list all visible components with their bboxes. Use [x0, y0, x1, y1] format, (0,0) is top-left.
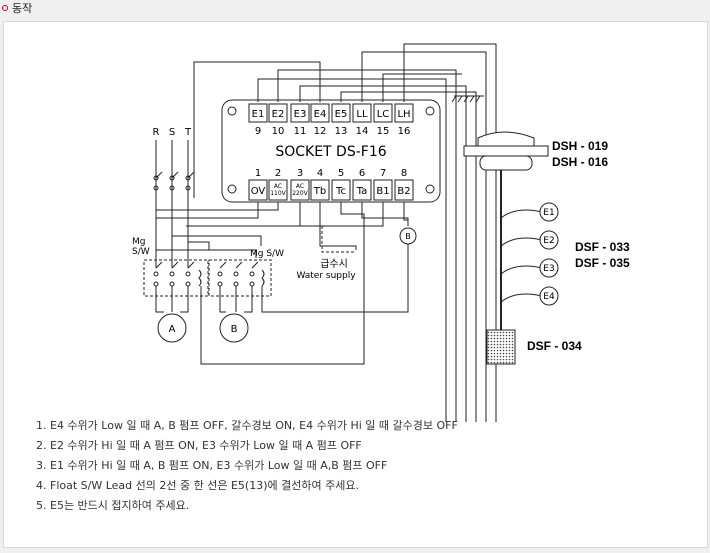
terminal-bottom-label: Ta: [356, 186, 368, 197]
bullet-icon: [2, 5, 8, 11]
terminal-bottom-number: 8: [401, 168, 407, 179]
note-item: 5. E5는 반드시 접지하여 주세요.: [36, 499, 190, 512]
socket-title: SOCKET DS-F16: [275, 144, 386, 160]
terminal-box: [373, 103, 393, 123]
terminal-box: [268, 103, 288, 123]
terminal-top-number: 14: [356, 126, 369, 137]
terminal-bottom-number: 3: [297, 168, 303, 179]
phase-r: R: [153, 127, 160, 138]
notes-list: 1. E4 수위가 Low 일 때 A, B 펌프 OFF, 갈수경보 ON, …: [36, 416, 458, 516]
terminal-top-label: E4: [314, 109, 327, 120]
terminal-top-label: LL: [356, 109, 368, 120]
electrode-clips: [500, 209, 543, 303]
terminal-top-label: E1: [252, 109, 265, 120]
terminal-top-number: 10: [272, 126, 285, 137]
phase-t: T: [184, 127, 192, 138]
mount-hole-icon: [227, 106, 237, 116]
wire-e1: [257, 78, 447, 422]
terminal-bottom-number: 7: [380, 168, 386, 179]
water-supply-ko: 급수시: [320, 258, 348, 270]
terminal-bottom-number: 4: [317, 168, 323, 179]
socket-body: [221, 99, 441, 203]
mount-hole-icon: [425, 106, 435, 116]
terminal-bottom-label: B2: [397, 186, 410, 197]
alarm-b-label: B: [405, 232, 411, 241]
phase-s: S: [169, 127, 175, 138]
terminal-box: [290, 179, 310, 201]
terminal-bottom-number: 6: [359, 168, 365, 179]
terminal-box: [268, 179, 288, 201]
terminal-top-label: E2: [272, 109, 285, 120]
terminal-bottom-label: Tb: [313, 186, 326, 197]
terminal-box: [331, 103, 351, 123]
float-weight: [486, 329, 516, 365]
electrode-label: E3: [543, 264, 554, 274]
terminal-box: [331, 179, 351, 201]
electrode-label: E4: [543, 292, 555, 302]
terminal-top-number: 11: [294, 126, 307, 137]
terminal-top-number: 16: [398, 126, 411, 137]
terminal-box: [248, 103, 268, 123]
coil-icon: [198, 269, 202, 287]
terminal-box: [394, 103, 414, 123]
electrode-label: E1: [543, 208, 554, 218]
pump-a-icon: [157, 313, 187, 343]
terminal-box: [394, 179, 414, 201]
electrode-label: E2: [543, 236, 554, 246]
note-item: 1. E4 수위가 Low 일 때 A, B 펌프 OFF, 갈수경보 ON, …: [36, 419, 458, 432]
mg-sw-right-label: Mg S/W: [250, 249, 284, 259]
terminal-box: [352, 179, 372, 201]
terminal-bottom-number: 1: [255, 168, 261, 179]
terminal-box: [310, 179, 330, 201]
pump-b-icon: [219, 313, 249, 343]
alarm-b-icon: [399, 227, 417, 245]
terminal-bottom-number: 2: [275, 168, 281, 179]
terminal-bottom-label: Tc: [335, 186, 346, 197]
terminal-top-label: LC: [377, 109, 390, 120]
terminal-box: [373, 179, 393, 201]
terminal-box: [290, 103, 310, 123]
float-switch-head: [477, 131, 535, 147]
note-item: 3. E1 수위가 Hi 일 때 A, B 펌프 ON, E3 수위가 Low …: [36, 459, 388, 472]
coil-icon: [261, 269, 265, 287]
terminal-top-number: 13: [335, 126, 348, 137]
water-supply-en: Water supply: [296, 271, 356, 281]
terminal-top-label: E3: [294, 109, 307, 120]
terminal-bottom-label: B1: [376, 186, 389, 197]
terminal-box: [248, 179, 268, 201]
terminal-top-number: 15: [377, 126, 390, 137]
pump-b-label: B: [231, 324, 238, 335]
terminal-top-number: 9: [255, 126, 261, 137]
section-header: 동작: [0, 0, 32, 16]
mount-hole-icon: [227, 184, 237, 194]
pump-a-label: A: [169, 324, 176, 335]
terminal-bottom-number: 5: [338, 168, 344, 179]
terminal-top-label: LH: [397, 109, 410, 120]
terminal-bottom-label: OV: [251, 186, 266, 197]
wire-ground: [382, 73, 462, 102]
mount-hole-icon: [425, 184, 435, 194]
terminal-top-label: E5: [335, 109, 348, 120]
note-item: 4. Float S/W Lead 선의 2선 중 한 선은 E5(13)에 결…: [36, 479, 359, 492]
section-title: 동작: [12, 2, 33, 15]
note-item: 2. E2 수위가 Hi 일 때 A 펌프 ON, E3 수위가 Low 일 때…: [36, 439, 362, 452]
terminal-top-number: 12: [314, 126, 327, 137]
terminal-box: [310, 103, 330, 123]
terminal-box: [352, 103, 372, 123]
dsf-bottom-label: DSF - 034: [527, 339, 582, 353]
